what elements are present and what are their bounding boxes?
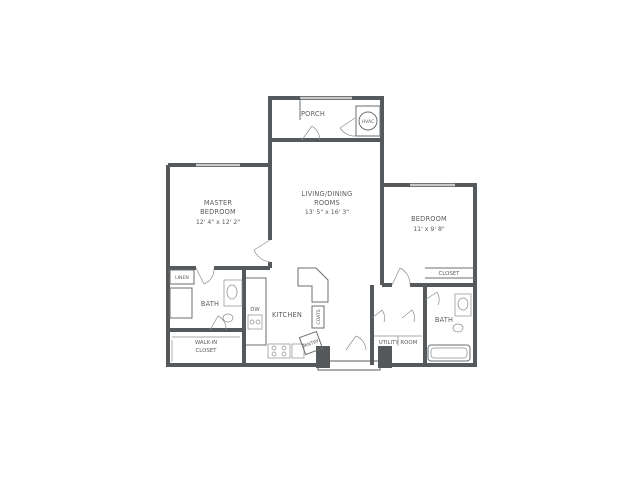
pantry-label: PANTRY bbox=[301, 338, 320, 350]
room-labels: PORCH HVAC LIVING/DINING ROOMS 13' 5" x … bbox=[175, 110, 460, 354]
interior-walls bbox=[168, 98, 475, 365]
master-bath-label: BATH bbox=[201, 300, 219, 308]
living-label-line2: ROOMS bbox=[314, 199, 340, 207]
master-label-line2: BEDROOM bbox=[200, 208, 236, 216]
hvac-label: HVAC bbox=[362, 119, 375, 125]
closet-label: CLOSET bbox=[439, 271, 461, 277]
bedroom-size: 11' x 9' 8" bbox=[413, 226, 445, 233]
second-bath-label: BATH bbox=[435, 316, 453, 324]
bedroom-label: BEDROOM bbox=[411, 215, 447, 223]
master-size: 12' 4" x 12' 2" bbox=[196, 219, 240, 226]
fixtures bbox=[169, 105, 472, 362]
exterior-walls bbox=[166, 96, 477, 371]
kitchen-label: KITCHEN bbox=[272, 311, 302, 319]
living-size: 13' 5" x 16' 3" bbox=[305, 209, 349, 216]
utility-label: UTILITY ROOM bbox=[379, 340, 418, 346]
master-label-line1: MASTER bbox=[204, 199, 233, 207]
linen-label: LINEN bbox=[175, 275, 189, 281]
door-swings bbox=[195, 117, 440, 351]
porch-label: PORCH bbox=[301, 110, 325, 118]
living-label-line1: LIVING/DINING bbox=[302, 190, 353, 198]
walkin-label-line2: CLOSET bbox=[196, 348, 218, 354]
walkin-label-line1: WALK-IN bbox=[195, 340, 217, 346]
dw-label: DW bbox=[250, 307, 260, 313]
coats-label: COATS bbox=[316, 309, 322, 324]
